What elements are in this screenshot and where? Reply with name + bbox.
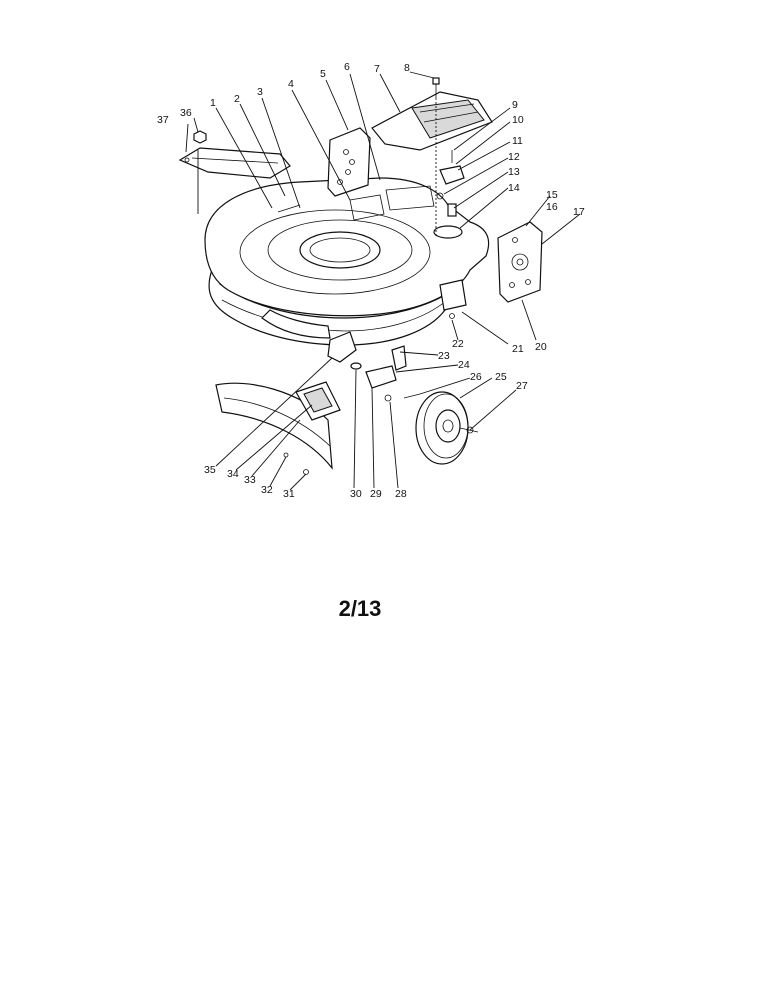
nut-37 — [193, 130, 207, 144]
callout-16: 16 — [546, 201, 558, 213]
callout-32: 32 — [261, 484, 273, 496]
callout-labels: 37 36 1 2 3 4 5 6 7 8 9 10 11 12 13 14 1… — [157, 61, 585, 500]
callout-5: 5 — [320, 68, 326, 80]
callout-11: 11 — [512, 135, 523, 147]
callout-37: 36 — [180, 107, 192, 119]
page-number: 2/13 — [338, 596, 382, 621]
chute-cover — [371, 91, 493, 151]
callout-25: 25 — [495, 371, 507, 383]
front-wheel — [415, 391, 479, 465]
callout-27: 27 — [516, 380, 528, 392]
callout-31: 31 — [283, 488, 295, 500]
callout-26: 26 — [470, 371, 482, 383]
callout-24: 24 — [458, 359, 470, 371]
callout-35: 35 — [204, 464, 216, 476]
exploded-parts-diagram: 37 36 1 2 3 4 5 6 7 8 9 10 11 12 13 14 1… — [157, 61, 585, 500]
callout-2: 2 — [234, 93, 240, 105]
callout-15: 15 — [546, 189, 558, 201]
callout-1: 1 — [210, 97, 216, 109]
front-height-adjuster — [327, 331, 421, 402]
callout-7: 7 — [374, 63, 380, 75]
callout-22: 22 — [452, 338, 464, 350]
rear-wheel-bracket — [497, 221, 543, 303]
callout-6: 6 — [344, 61, 350, 73]
callout-12: 12 — [508, 151, 520, 163]
leader-lines — [185, 71, 581, 491]
callout-33: 33 — [244, 474, 256, 486]
callout-8: 8 — [404, 62, 410, 74]
side-discharge-chute — [215, 381, 341, 475]
callout-21: 21 — [512, 343, 524, 355]
callout-13: 13 — [508, 166, 520, 178]
callout-23: 23 — [438, 350, 450, 362]
callout-34: 34 — [227, 468, 239, 480]
callout-3: 3 — [257, 86, 263, 98]
height-adjuster-plate — [327, 127, 371, 197]
callout-9: 9 — [512, 99, 518, 111]
callout-36: 37 — [157, 114, 169, 126]
callout-17: 17 — [573, 206, 585, 218]
callout-10: 10 — [512, 114, 524, 126]
callout-20: 20 — [535, 341, 547, 353]
pivot-hardware — [432, 77, 465, 239]
callout-29: 29 — [370, 488, 382, 500]
rear-flap — [439, 279, 467, 319]
mower-deck — [204, 177, 490, 346]
handle-bracket — [178, 147, 291, 179]
callout-4: 4 — [288, 78, 294, 90]
callout-30: 30 — [350, 488, 362, 500]
callout-14: 14 — [508, 182, 520, 194]
callout-28: 28 — [395, 488, 407, 500]
